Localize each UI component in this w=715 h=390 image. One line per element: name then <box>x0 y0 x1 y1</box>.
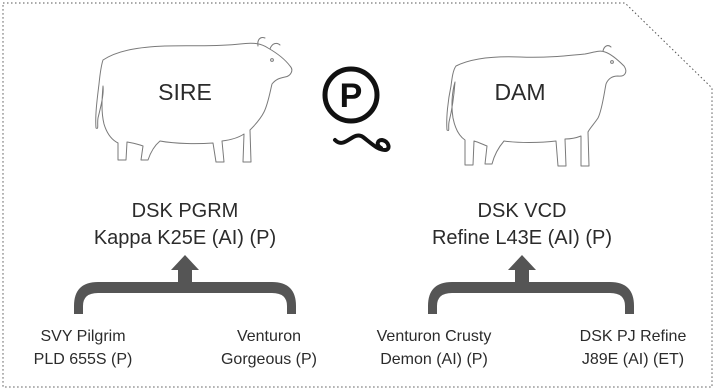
polled-p-icon: P <box>322 66 391 152</box>
sire-parent-left-line1: SVY Pilgrim <box>40 328 125 345</box>
dam-name-line2: Refine L43E (AI) (P) <box>432 227 612 249</box>
dam-bracket-arrow <box>428 255 634 314</box>
sire-name-line1: DSK PGRM <box>132 200 239 222</box>
dam-parent-right-line1: DSK PJ Refine <box>580 328 687 345</box>
dam-parent-left-line2: Demon (AI) (P) <box>380 351 488 368</box>
sire-parent-right-line2: Gorgeous (P) <box>221 351 317 368</box>
sire-name-line2: Kappa K25E (AI) (P) <box>94 227 276 249</box>
sire-bracket-arrow <box>74 255 296 314</box>
polled-badge-letter: P <box>340 77 363 115</box>
dam-cow-icon <box>446 45 627 167</box>
sire-bull-icon <box>95 37 293 163</box>
dam-parent-left-line1: Venturon Crusty <box>377 328 492 345</box>
sire-label: SIRE <box>158 79 212 105</box>
sire-parent-left-line2: PLD 655S (P) <box>34 351 133 368</box>
dam-name-line1: DSK VCD <box>478 200 567 222</box>
dam-parent-right-line2: J89E (AI) (ET) <box>582 351 684 368</box>
dam-label: DAM <box>494 79 545 105</box>
sire-parent-right-line1: Venturon <box>237 328 301 345</box>
